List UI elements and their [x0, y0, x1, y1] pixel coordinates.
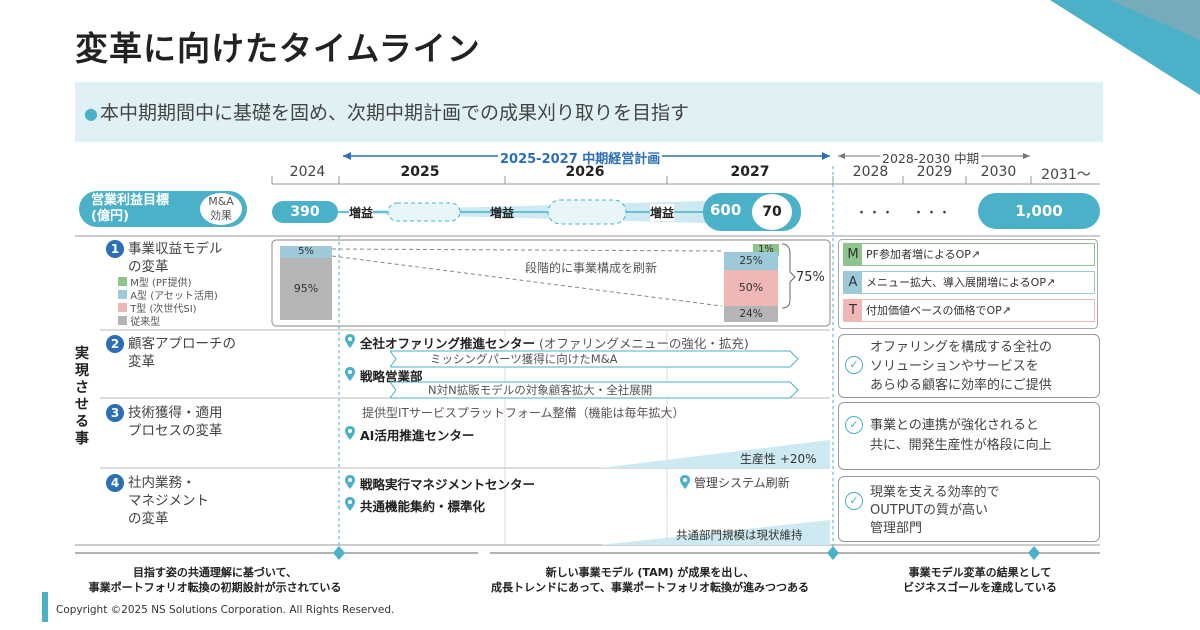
year-2028: 2028: [852, 164, 889, 180]
strategy-center: 戦略実行マネジメントセンター: [360, 477, 536, 492]
location-pin-icon: [345, 367, 355, 381]
bar-2027-legacy: 24%: [724, 306, 778, 322]
common-functions: 共通機能集約・標準化: [360, 499, 486, 514]
productivity-label: 生産性 +20%: [740, 452, 817, 466]
corner-decoration: [1050, 0, 1200, 95]
section-2-number: 2: [106, 335, 124, 353]
ai-center: AI活用推進センター: [360, 428, 475, 443]
section-2-outcome-text: オファリングを構成する全社の ソリューションやサービスを あらゆる顧客に効率的に…: [870, 340, 1053, 393]
profit-2027-ma: 70: [752, 194, 792, 230]
bullet-icon: ●: [84, 104, 98, 123]
section-1-outcome-frame: [838, 239, 1098, 329]
section-3-outcome: [838, 402, 1100, 470]
increase-3: 増益: [650, 204, 675, 221]
bar-2024-main: 95%: [293, 282, 319, 295]
footer-2031: 事業モデル変革の結果として ビジネスゴールを達成している: [903, 566, 1057, 594]
year-2027: 2027: [730, 164, 770, 180]
total-percent: 75%: [796, 270, 825, 285]
section-1-number: 1: [106, 240, 124, 258]
nn-arrow-label: N対N拡販モデルの対象顧客拡大・全社展開: [428, 383, 653, 397]
increase-2: 増益: [490, 206, 515, 220]
ma-arrow-label: ミッシングパーツ獲得に向けたM&A: [430, 352, 618, 366]
year-2030: 2030: [980, 164, 1017, 180]
year-2025: 2025: [400, 164, 440, 180]
location-pin-icon: [345, 497, 355, 511]
section-3-title: 技術獲得・適用 プロセスの変革: [128, 405, 223, 439]
page-title: 変革に向けたタイムライン: [75, 29, 481, 68]
section-2-title: 顧客アプローチの 変革: [128, 336, 236, 370]
section-4-number: 4: [106, 474, 124, 492]
dots-2029: ・・・: [912, 206, 952, 221]
profit-2031: 1,000: [978, 193, 1100, 229]
location-pin-icon: [345, 426, 355, 440]
year-2024: 2024: [289, 164, 326, 180]
location-pin-icon: [680, 475, 690, 489]
section-3-outcome-text: 事業との連携が強化されると 共に、開発生産性が格段に向上: [870, 418, 1052, 453]
section-1-title: 事業収益モデル の変革: [128, 241, 223, 275]
profit-2024: 390: [272, 201, 338, 223]
summary-banner: [75, 82, 1103, 142]
period-next-label: 2028-2030 中期: [880, 148, 982, 167]
section-4-title: 社内業務・ マネジメント の変革: [128, 475, 209, 527]
footer-2027: 新しい事業モデル (TAM) が成果を出し、 成長トレンドにあって、事業ポートフ…: [491, 566, 809, 594]
ma-arrow: [390, 350, 799, 368]
summary-text: 本中期期間中に基礎を固め、次期中期計画での成果刈り取りを目指す: [100, 102, 690, 124]
bar-2024-top: 5%: [280, 246, 332, 258]
section-1-legend: M型 (PF提供) A型 (アセット活用) T型 (次世代SI) 従来型: [118, 277, 218, 329]
check-icon: ✓: [845, 356, 863, 374]
year-2031: 2031～: [1041, 167, 1091, 183]
footer-2024: 目指す姿の共通理解に基づいて、 事業ポートフォリオ転換の初期設計が示されている: [88, 566, 342, 594]
bar-2027-t: 50%: [724, 270, 778, 306]
increase-1: 増益: [349, 204, 374, 221]
bar-2027-a: 25%: [724, 252, 778, 270]
section-3-number: 3: [106, 404, 124, 422]
section-2-outcome: [838, 334, 1100, 398]
side-label: 実現させる事: [75, 346, 89, 447]
profit-2027: 600: [710, 201, 742, 219]
year-2029: 2029: [916, 164, 953, 180]
strategic-sales: 戦略営業部: [360, 369, 423, 384]
offering-center: 全社オファリング推進センター (オファリングメニューの強化・拡充): [360, 336, 749, 351]
location-pin-icon: [345, 475, 355, 489]
check-icon: ✓: [845, 416, 863, 434]
shift-note: 段階的に事業構成を刷新: [525, 261, 658, 275]
section-4-outcome-text: 現業を支える効率的で OUTPUTの質が高い 管理部門: [870, 485, 1000, 536]
location-pin-icon: [345, 334, 355, 348]
platform-note: 提供型ITサービスプラットフォーム整備（機能は毎年拡大）: [362, 406, 685, 420]
year-2026: 2026: [565, 164, 605, 180]
period-mid-label: 2025-2027 中期経営計画: [498, 148, 663, 167]
dots-2028: ・・・: [855, 206, 895, 221]
nn-arrow: [390, 381, 799, 399]
copyright: Copyright ©2025 NS Solutions Corporation…: [56, 604, 395, 616]
common-dept-size: 共通部門規模は現状維持: [676, 528, 803, 542]
check-icon: ✓: [845, 492, 863, 510]
ma-effect-badge: M&A 効果: [200, 193, 242, 225]
section-4-outcome: [838, 476, 1100, 542]
bar-2024: [280, 246, 332, 320]
system-renewal: 管理システム刷新: [694, 476, 790, 490]
